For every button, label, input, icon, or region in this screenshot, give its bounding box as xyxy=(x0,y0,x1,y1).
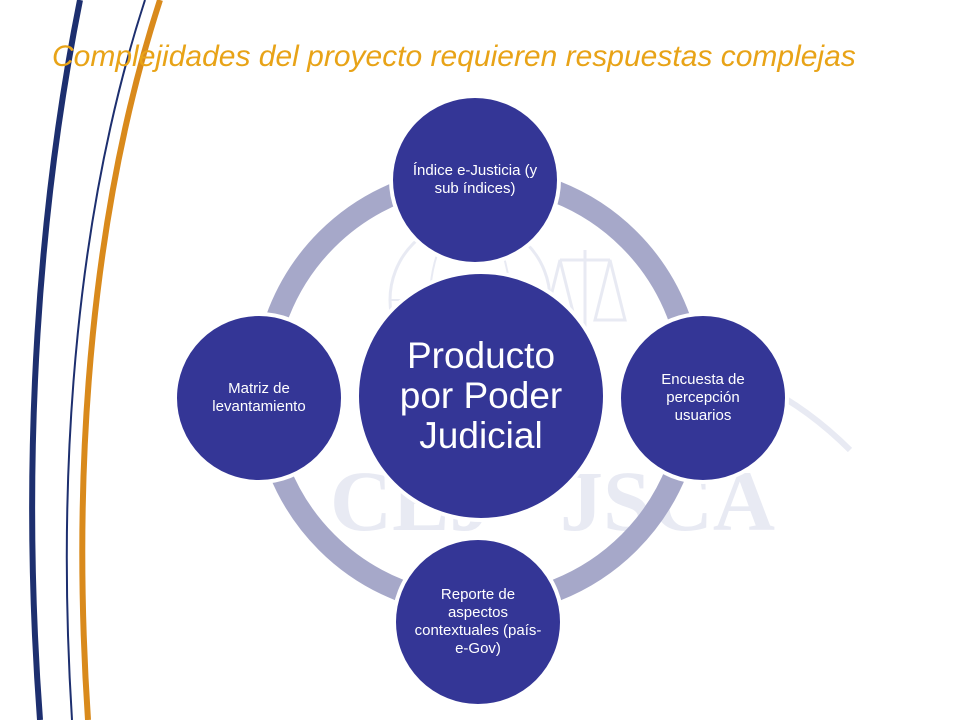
node-bottom-label: Reporte de aspectos contextuales (país-e… xyxy=(414,586,542,657)
slide-title: Complejidades del proyecto requieren res… xyxy=(52,40,856,73)
node-right-label: Encuesta de percepción usuarios xyxy=(661,371,745,424)
decorative-blue-curve xyxy=(29,0,83,720)
decorative-thin-curve xyxy=(65,0,146,720)
center-node xyxy=(355,270,607,522)
node-bottom xyxy=(392,536,564,708)
node-right xyxy=(617,312,789,484)
decorative-orange-curve xyxy=(79,0,163,720)
node-top xyxy=(389,94,561,266)
node-top-label: Índice e-Justicia (y sub índices) xyxy=(412,162,538,197)
node-left xyxy=(173,312,345,484)
center-node-label: Producto por Poder Judicial xyxy=(399,335,563,456)
node-left-label: Matriz de levantamiento xyxy=(212,380,306,415)
watermark-scales-icon xyxy=(543,250,627,360)
